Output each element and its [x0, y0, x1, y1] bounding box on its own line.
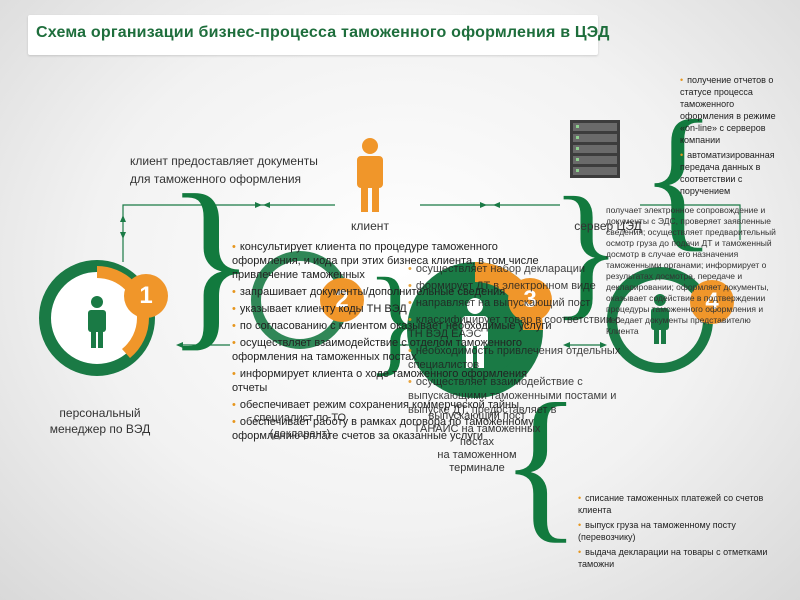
server-label: сервер ЦЭД — [574, 219, 642, 233]
customs-post-label-line: выпускающий пост — [428, 410, 526, 422]
bottom-task: списание таможенных платежей со счетов к… — [578, 492, 788, 516]
manager-task: консультирует клиента по процедуре тамож… — [232, 240, 552, 282]
client-label: клиент — [351, 219, 389, 233]
server-task: автоматизированная передача данных в соо… — [680, 149, 790, 197]
declarant-task-list: осуществляет набор декларации формирует … — [408, 262, 638, 420]
customs-post-label-line: терминале — [449, 462, 505, 474]
customs-post-label-line: на таможенном — [437, 449, 517, 461]
post-task-text: получает электронное сопровождение и док… — [606, 205, 776, 336]
step-1-badge: 1 — [124, 274, 168, 318]
manager-task: обеспечивает работу в рамках договора по… — [232, 415, 552, 443]
declarant-task: осуществляет набор декларации — [408, 262, 638, 276]
client-caption: клиент предоставляет документы для тамож… — [130, 154, 318, 186]
declarant-task: формирует ДТ в электронном виде — [408, 279, 638, 293]
server-task: получение отчетов о статусе процесса там… — [680, 74, 790, 146]
manager-task: указывает клиенту коды ТН ВЭД — [232, 302, 552, 316]
declarant-task: необходимость привлечения отдельных спец… — [408, 344, 638, 372]
bottom-task-list: списание таможенных платежей со счетов к… — [578, 492, 788, 573]
manager-person-icon — [88, 296, 106, 348]
server-icon — [570, 120, 620, 178]
customs-post-label: выпускающий пост ТАНАИС на таможенных по… — [412, 410, 542, 475]
declarant-task: направляет на выпускающий пост — [408, 296, 638, 310]
client-person-icon — [357, 138, 383, 212]
bottom-task: выдача декларации на товары с отметками … — [578, 546, 788, 570]
manager-task-list: консультирует клиента по процедуре тамож… — [232, 240, 552, 446]
step-4-badge: 4 — [690, 280, 734, 324]
manager-label: персональный менеджер по ВЭД — [49, 406, 151, 436]
declarant-task: классифицирует товар в соответствии с ТН… — [408, 313, 638, 341]
declarant-label: специалист по ТО (декларант) — [253, 412, 347, 440]
page-title: Схема организации бизнес-процесса таможе… — [36, 24, 610, 41]
bottom-task: выпуск груза на таможенному посту (перев… — [578, 519, 788, 543]
declarant-task: осуществляет взаимодействие с выпускающи… — [408, 375, 638, 417]
customs-post-label-line: ТАНАИС на таможенных постах — [413, 423, 541, 448]
post4-person-icon — [651, 294, 669, 344]
server-task-list: получение отчетов о статусе процесса там… — [680, 74, 790, 200]
title-bar — [28, 15, 598, 55]
